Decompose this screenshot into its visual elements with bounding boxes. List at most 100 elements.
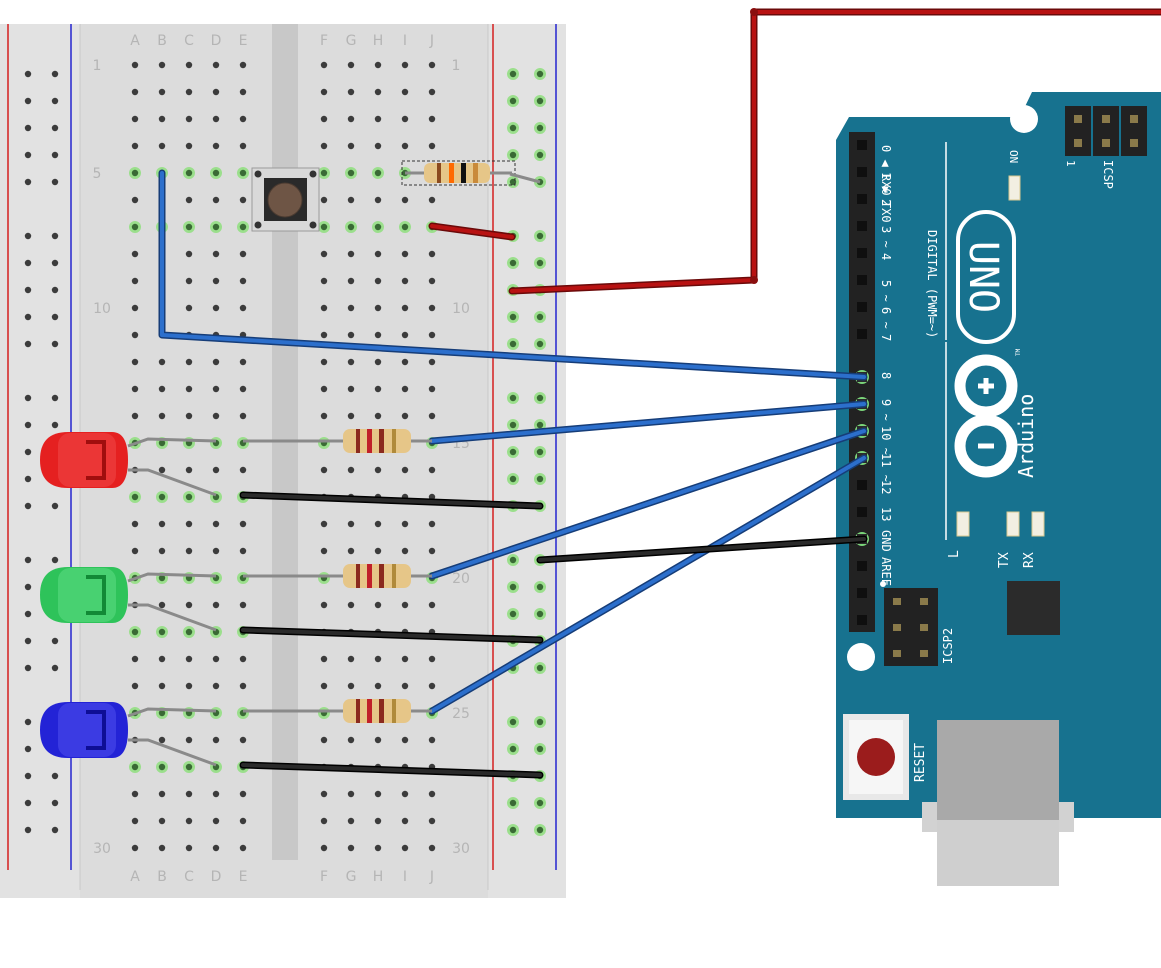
breadboard-hole [185,277,193,285]
breadboard-hole [509,124,517,132]
breadboard-hole [24,178,32,186]
breadboard-hole [131,628,139,636]
breadboard-hole [509,259,517,267]
breadboard-hole [158,574,166,582]
reset-button[interactable] [843,714,909,800]
breadboard-hole [347,169,355,177]
breadboard-hole [24,340,32,348]
breadboard-hole [185,466,193,474]
breadboard-hole [131,817,139,825]
breadboard-hole [320,682,328,690]
breadboard-hole [374,655,382,663]
pin-label: GND [879,530,893,552]
selection-outline [401,160,516,186]
breadboard-hole [401,115,409,123]
breadboard-hole [239,61,247,69]
l-label: L [947,550,962,558]
breadboard-hole [347,196,355,204]
breadboard-hole [212,115,220,123]
breadboard-hole [131,88,139,96]
breadboard-hole [212,61,220,69]
breadboard-hole [24,70,32,78]
breadboard-hole [24,556,32,564]
breadboard-hole [239,520,247,528]
breadboard-hole [239,682,247,690]
breadboard-hole [401,466,409,474]
breadboard-hole [347,466,355,474]
pin-label: 3 ~ [879,226,893,248]
col-letter: C [184,869,194,885]
breadboard-hole [51,178,59,186]
pin-label: 1 ▶ TX0 [879,172,893,223]
breadboard-hole [212,250,220,258]
header-pin [857,588,867,598]
col-letter: J [429,33,434,49]
breadboard-hole [374,601,382,609]
breadboard-hole [131,520,139,528]
breadboard-hole [374,385,382,393]
breadboard-hole [24,394,32,402]
mounting-hole [847,643,875,671]
breadboard-hole [239,412,247,420]
breadboard-hole [374,817,382,825]
breadboard-hole [536,124,544,132]
breadboard-hole [212,358,220,366]
breadboard-hole [131,682,139,690]
breadboard-hole [428,520,436,528]
breadboard-hole [239,88,247,96]
pushbutton-cap[interactable] [267,182,303,218]
breadboard-hole [428,736,436,744]
breadboard-hole [428,601,436,609]
row-number: 1 [452,58,461,74]
breadboard-hole [51,826,59,834]
breadboard-hole [239,250,247,258]
l-led [956,511,970,537]
breadboard-hole [401,817,409,825]
breadboard-hole [131,169,139,177]
breadboard-hole [158,628,166,636]
pin-label: 8 [879,372,893,379]
breadboard-hole [536,70,544,78]
breadboard-hole [401,736,409,744]
breadboard-hole [320,601,328,609]
breadboard-hole [320,817,328,825]
breadboard-hole [185,142,193,150]
breadboard-hole [320,142,328,150]
breadboard-hole [239,358,247,366]
header-pin [857,615,867,625]
breadboard-hole [185,655,193,663]
breadboard-hole [347,358,355,366]
breadboard-hole [428,142,436,150]
breadboard-hole [428,547,436,555]
breadboard-hole [185,628,193,636]
row-number: 30 [452,841,470,857]
breadboard-hole [158,790,166,798]
pushbutton[interactable] [251,167,320,232]
breadboard-hole [320,331,328,339]
reset-button-cap[interactable] [857,738,895,776]
breadboard-hole [131,304,139,312]
breadboard-hole [320,655,328,663]
col-letter: A [130,869,140,885]
row-number: 5 [93,166,102,182]
row-number: 25 [452,706,470,722]
breadboard-hole [24,124,32,132]
breadboard-hole [347,277,355,285]
breadboard-hole [24,610,32,618]
breadboard-hole [185,250,193,258]
breadboard-hole [320,412,328,420]
breadboard-hole [185,88,193,96]
breadboard-hole [509,97,517,105]
breadboard-hole [374,304,382,312]
breadboard-hole [24,97,32,105]
breadboard-hole [185,601,193,609]
breadboard-hole [347,844,355,852]
pin-label: 0 ◀ RX0 [879,145,893,196]
breadboard-hole [185,547,193,555]
icsp2-header [884,588,938,666]
breadboard-hole [51,259,59,267]
breadboard-hole [24,664,32,672]
breadboard-hole [185,223,193,231]
breadboard-hole [401,655,409,663]
right-power-rail [488,24,566,898]
